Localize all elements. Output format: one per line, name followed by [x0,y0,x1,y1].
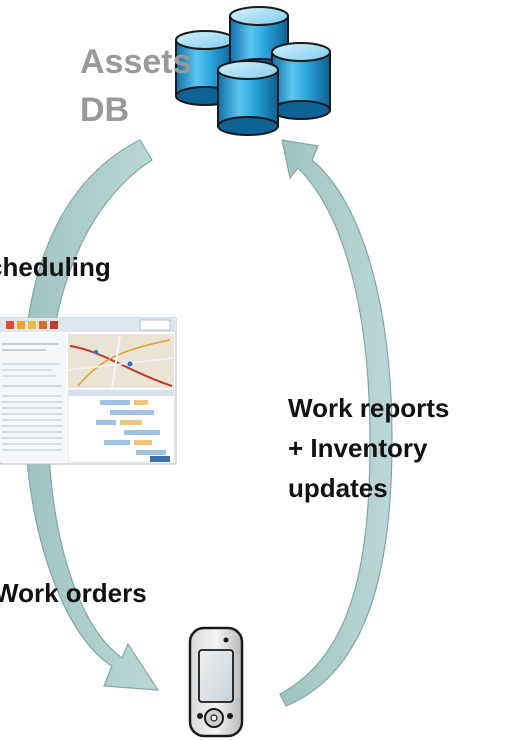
work-reports-line2: + Inventory [288,433,428,463]
work-orders-label: Work orders [0,578,147,608]
work-reports-line1: Work reports [288,393,450,423]
database-cylinders-icon [175,6,331,136]
right-flow-arrow [279,139,393,707]
scheduling-software-screenshot-icon [0,317,177,465]
work-reports-line3: updates [288,473,388,503]
assets-db-title: Assets DB [80,38,192,134]
assets-db-title-line2: DB [80,91,130,129]
pda-handheld-icon [188,626,244,738]
work-reports-label: Work reports + Inventory updates [288,388,518,508]
assets-db-title-line1: Assets [80,43,192,81]
scheduling-label: cheduling [0,252,111,282]
